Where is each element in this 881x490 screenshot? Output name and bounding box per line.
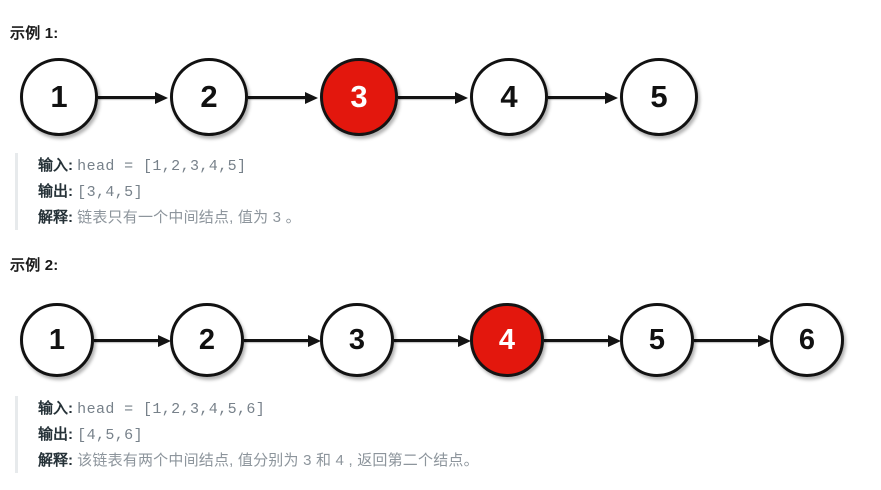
- arrow-4-to-5: [544, 335, 621, 347]
- arrow-2-to-3: [248, 92, 318, 104]
- list-node: 2: [170, 58, 248, 136]
- list-node-highlighted: 4: [470, 303, 544, 377]
- arrow-3-to-4: [398, 92, 468, 104]
- example-1-linked-list-diagram: 1 2 3 4 5: [0, 52, 881, 144]
- list-node: 2: [170, 303, 244, 377]
- list-node: 6: [770, 303, 844, 377]
- explain-value: 链表只有一个中间结点, 值为 3 。: [77, 209, 301, 226]
- output-label: 输出:: [38, 426, 73, 443]
- explain-label: 解释:: [38, 209, 73, 226]
- example-1-explain-line: 解释: 链表只有一个中间结点, 值为 3 。: [38, 205, 301, 230]
- list-node: 5: [620, 303, 694, 377]
- example-2-description: 输入: head = [1,2,3,4,5,6] 输出: [4,5,6] 解释:…: [15, 396, 479, 473]
- list-node: 5: [620, 58, 698, 136]
- example-1-description: 输入: head = [1,2,3,4,5] 输出: [3,4,5] 解释: 链…: [15, 153, 301, 230]
- example-2-input-line: 输入: head = [1,2,3,4,5,6]: [38, 396, 479, 422]
- example-2-output-line: 输出: [4,5,6]: [38, 422, 479, 448]
- example-1-heading: 示例 1:: [10, 25, 59, 42]
- example-2-explain-line: 解释: 该链表有两个中间结点, 值分别为 3 和 4 , 返回第二个结点。: [38, 448, 479, 473]
- arrow-4-to-5: [548, 92, 618, 104]
- output-value: [4,5,6]: [77, 427, 143, 444]
- example-1-output-line: 输出: [3,4,5]: [38, 179, 301, 205]
- output-value: [3,4,5]: [77, 184, 143, 201]
- list-node: 3: [320, 303, 394, 377]
- arrow-1-to-2: [98, 92, 168, 104]
- explain-label: 解释:: [38, 452, 73, 469]
- list-node-highlighted: 3: [320, 58, 398, 136]
- example-1-input-line: 输入: head = [1,2,3,4,5]: [38, 153, 301, 179]
- input-label: 输入:: [38, 157, 73, 174]
- arrow-1-to-2: [94, 335, 171, 347]
- arrow-2-to-3: [244, 335, 321, 347]
- explain-value: 该链表有两个中间结点, 值分别为 3 和 4 , 返回第二个结点。: [77, 452, 479, 469]
- arrow-3-to-4: [394, 335, 471, 347]
- arrow-5-to-6: [694, 335, 771, 347]
- input-value: head = [1,2,3,4,5]: [77, 158, 247, 175]
- list-node: 4: [470, 58, 548, 136]
- list-node: 1: [20, 303, 94, 377]
- example-2-linked-list-diagram: 1 2 3 4 5 6: [0, 297, 881, 385]
- input-label: 输入:: [38, 400, 73, 417]
- example-2-heading: 示例 2:: [10, 257, 59, 274]
- input-value: head = [1,2,3,4,5,6]: [77, 401, 266, 418]
- output-label: 输出:: [38, 183, 73, 200]
- list-node: 1: [20, 58, 98, 136]
